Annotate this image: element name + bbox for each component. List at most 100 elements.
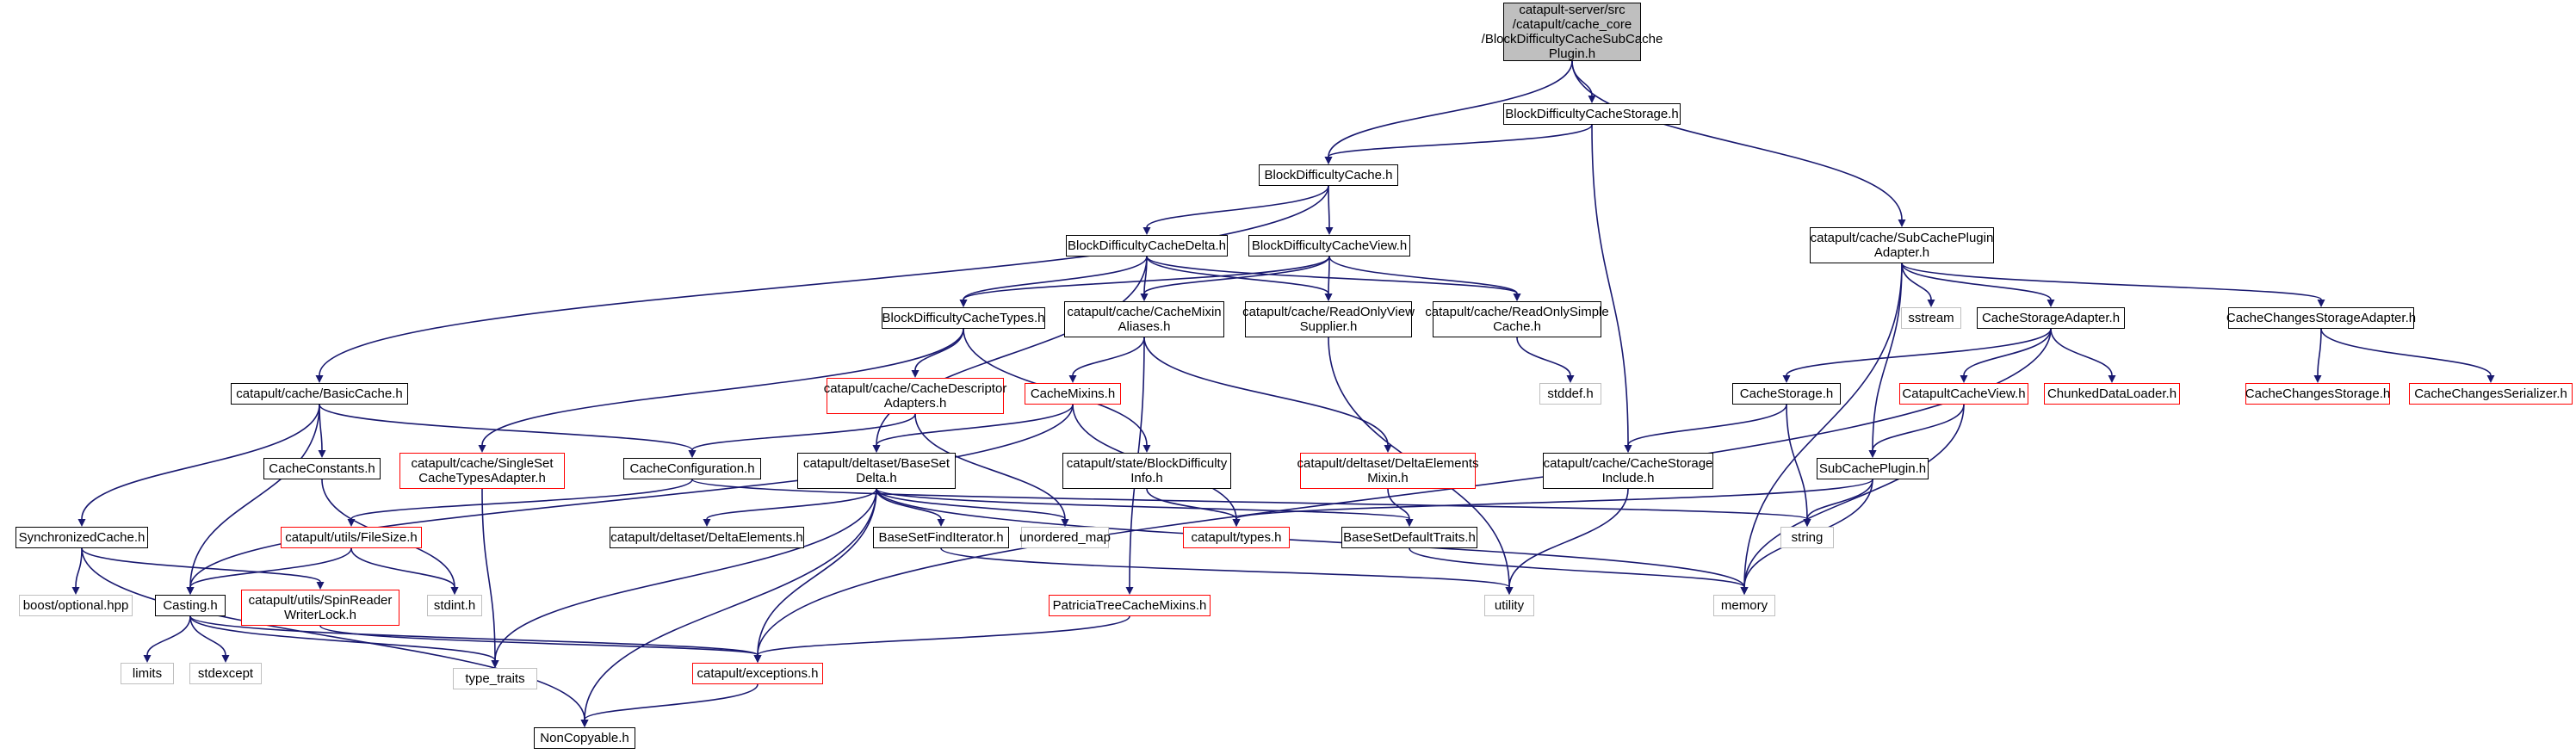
node-chunked-data-loader[interactable]: ChunkedDataLoader.h bbox=[2044, 383, 2180, 405]
edge-arrowhead bbox=[1898, 219, 1906, 227]
node-cache-descriptor-adapters[interactable]: catapult/cache/CacheDescriptor Adapters.… bbox=[824, 378, 1006, 414]
dependency-edge bbox=[1328, 185, 1330, 228]
dependency-edge bbox=[876, 404, 1074, 446]
node-bdc-delta[interactable]: BlockDifficultyCacheDelta.h bbox=[1066, 235, 1228, 256]
node-types[interactable]: catapult/types.h bbox=[1183, 527, 1290, 548]
node-root-subcache-plugin: catapult-server/src /catapult/cache_core… bbox=[1481, 3, 1663, 61]
edge-arrowhead bbox=[1232, 519, 1241, 527]
node-type-traits: type_traits bbox=[453, 668, 537, 689]
node-readonly-view-supplier[interactable]: catapult/cache/ReadOnlyView Supplier.h bbox=[1242, 301, 1415, 337]
dependency-edge bbox=[963, 256, 1148, 300]
dependency-edge bbox=[876, 488, 1410, 520]
edge-arrowhead bbox=[1142, 227, 1151, 235]
node-subcache-adapter[interactable]: catapult/cache/SubCachePlugin Adapter.h bbox=[1810, 227, 1994, 263]
node-cache-changes-storage[interactable]: CacheChangesStorage.h bbox=[2245, 383, 2390, 405]
dependency-edge bbox=[350, 547, 455, 588]
node-file-size[interactable]: catapult/utils/FileSize.h bbox=[281, 527, 422, 548]
edge-arrowhead bbox=[1588, 96, 1596, 103]
dependency-edge bbox=[1328, 124, 1593, 158]
edge-arrowhead bbox=[1324, 157, 1333, 164]
edge-arrowhead bbox=[1405, 519, 1414, 527]
edge-arrowhead bbox=[2047, 300, 2055, 307]
dependency-edge bbox=[757, 488, 877, 656]
node-cache-storage[interactable]: CacheStorage.h bbox=[1732, 383, 1841, 405]
dependency-edge bbox=[1743, 263, 1903, 588]
node-cache-changes-serializer[interactable]: CacheChangesSerializer.h bbox=[2409, 383, 2573, 405]
edge-arrowhead bbox=[580, 720, 589, 727]
node-subcache-plugin[interactable]: SubCachePlugin.h bbox=[1817, 458, 1929, 479]
node-cache-storage-adapter[interactable]: CacheStorageAdapter.h bbox=[1977, 307, 2125, 329]
node-bdc[interactable]: BlockDifficultyCache.h bbox=[1259, 164, 1398, 186]
dependency-edge bbox=[1072, 337, 1145, 376]
edge-arrowhead bbox=[688, 450, 697, 458]
edge-arrowhead bbox=[450, 587, 459, 595]
node-stddef: stddef.h bbox=[1539, 383, 1601, 405]
edge-arrowhead bbox=[911, 370, 920, 378]
node-exceptions[interactable]: catapult/exceptions.h bbox=[692, 663, 823, 684]
node-synchronized-cache[interactable]: SynchronizedCache.h bbox=[15, 527, 148, 548]
node-block-difficulty-info[interactable]: catapult/state/BlockDifficulty Info.h bbox=[1062, 453, 1231, 489]
edge-arrowhead bbox=[1125, 587, 1134, 595]
node-cache-mixins[interactable]: CacheMixins.h bbox=[1025, 383, 1121, 405]
node-catapult-cache-view[interactable]: CatapultCacheView.h bbox=[1899, 383, 2028, 405]
dependency-edge bbox=[584, 488, 877, 720]
node-cache-constants[interactable]: CacheConstants.h bbox=[263, 458, 381, 479]
dependency-edge bbox=[963, 256, 1330, 300]
dependency-edge bbox=[189, 615, 226, 656]
edge-arrowhead bbox=[1566, 375, 1575, 383]
node-base-set-delta[interactable]: catapult/deltaset/BaseSet Delta.h bbox=[797, 453, 956, 489]
edge-arrowhead bbox=[753, 655, 762, 663]
dependency-edge bbox=[876, 488, 1745, 588]
dependency-edge bbox=[189, 404, 320, 588]
edge-arrowhead bbox=[1324, 294, 1333, 301]
edge-arrowhead bbox=[1960, 375, 1968, 383]
dependency-edge bbox=[1786, 328, 2052, 376]
dependency-edge bbox=[584, 683, 759, 720]
node-spin-reader-writer-lock[interactable]: catapult/utils/SpinReader WriterLock.h bbox=[241, 590, 399, 626]
dependency-edge bbox=[876, 488, 1066, 520]
dependency-edge bbox=[2320, 328, 2492, 376]
dependency-edge bbox=[494, 488, 877, 661]
node-string: string bbox=[1780, 527, 1834, 548]
edge-arrowhead bbox=[143, 655, 152, 663]
node-bdc-types[interactable]: BlockDifficultyCacheTypes.h bbox=[882, 307, 1045, 329]
edge-arrowhead bbox=[937, 519, 945, 527]
dependency-edge bbox=[1143, 256, 1330, 294]
node-limits: limits bbox=[121, 663, 174, 684]
node-cache-configuration[interactable]: CacheConfiguration.h bbox=[623, 458, 761, 479]
dependency-edge bbox=[350, 479, 693, 520]
dependency-edge bbox=[146, 615, 191, 656]
edge-arrowhead bbox=[1384, 445, 1392, 453]
dependency-edge bbox=[876, 256, 1148, 446]
node-delta-elements-mixin[interactable]: catapult/deltaset/DeltaElements Mixin.h bbox=[1297, 453, 1478, 489]
dependency-edge bbox=[2317, 328, 2322, 376]
node-bdc-view[interactable]: BlockDifficultyCacheView.h bbox=[1248, 235, 1410, 256]
dependency-edge bbox=[1146, 256, 1518, 294]
node-readonly-simple-cache[interactable]: catapult/cache/ReadOnlySimple Cache.h bbox=[1425, 301, 1609, 337]
node-noncopyable[interactable]: NonCopyable.h bbox=[534, 727, 635, 749]
node-delta-elements[interactable]: catapult/deltaset/DeltaElements.h bbox=[610, 527, 804, 548]
edge-arrowhead bbox=[1325, 227, 1334, 235]
edge-arrowhead bbox=[1868, 450, 1877, 458]
node-cache-storage-include[interactable]: catapult/cache/CacheStorage Include.h bbox=[1543, 453, 1713, 489]
node-patricia-tree-cache-mixins[interactable]: PatriciaTreeCacheMixins.h bbox=[1049, 595, 1211, 616]
dependency-edge bbox=[691, 479, 1808, 520]
node-base-set-default-traits[interactable]: BaseSetDefaultTraits.h bbox=[1341, 527, 1477, 548]
edge-arrowhead bbox=[1142, 445, 1151, 453]
edge-arrowhead bbox=[1927, 300, 1935, 307]
node-bdc-storage[interactable]: BlockDifficultyCacheStorage.h bbox=[1503, 103, 1681, 125]
node-single-set-adapter[interactable]: catapult/cache/SingleSet CacheTypesAdapt… bbox=[399, 453, 565, 489]
edge-arrowhead bbox=[959, 300, 968, 307]
dependency-edge bbox=[189, 615, 759, 656]
node-basic-cache[interactable]: catapult/cache/BasicCache.h bbox=[231, 383, 408, 405]
dependency-edge bbox=[1146, 185, 1329, 228]
dependency-edge bbox=[757, 615, 1130, 656]
node-cache-changes-storage-adapter[interactable]: CacheChangesStorageAdapter.h bbox=[2226, 307, 2416, 329]
edge-arrowhead bbox=[872, 445, 881, 453]
edge-arrowhead bbox=[1068, 375, 1077, 383]
dependency-edge bbox=[1409, 547, 1745, 588]
dependency-edge bbox=[1872, 404, 1965, 451]
node-base-set-find-iterator[interactable]: BaseSetFindIterator.h bbox=[873, 527, 1009, 548]
node-cache-mixin-aliases[interactable]: catapult/cache/CacheMixin Aliases.h bbox=[1064, 301, 1224, 337]
node-casting[interactable]: Casting.h bbox=[155, 595, 226, 616]
